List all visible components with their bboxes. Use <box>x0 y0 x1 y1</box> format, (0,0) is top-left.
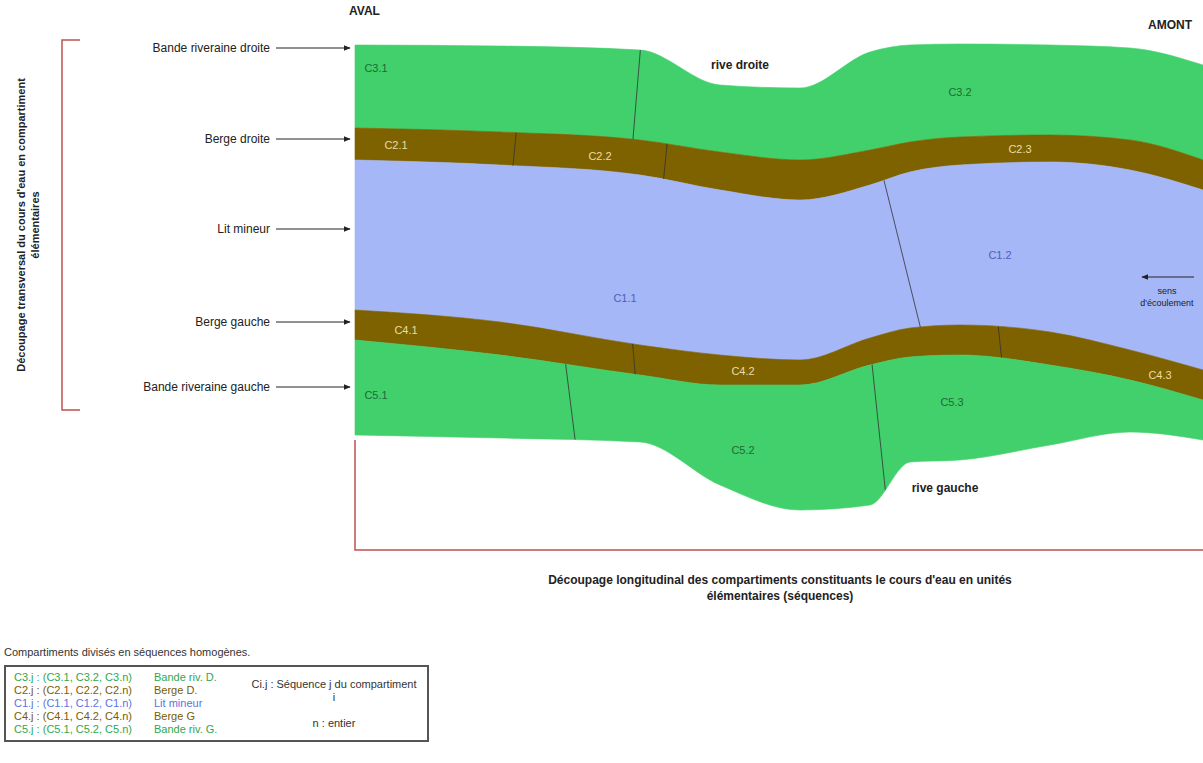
legend-code: C1.j : (C1.1, C1.2, C1.n) <box>14 697 154 710</box>
sequence-divider <box>997 315 1005 390</box>
bank-label: rive droite <box>711 57 769 73</box>
legend-note: n : entier <box>249 717 419 730</box>
legend-note: Ci.j : Séquence j du compartiment i <box>249 678 419 704</box>
axis-caption: Découpage transversal du cours d'eau en … <box>14 75 42 375</box>
legend-box: Compartiments divisés en séquences homog… <box>4 646 429 742</box>
sequence-divider <box>562 335 577 455</box>
end-marker: AVAL <box>349 3 380 19</box>
legend-code: C3.j : (C3.1, C3.2, C3.n) <box>14 671 154 684</box>
sequence-divider <box>870 345 888 515</box>
sequence-divider <box>630 30 642 175</box>
sequence-area: C4.3 <box>1146 368 1173 383</box>
sequence-code: C1.1 <box>613 292 636 305</box>
legend-code: C2.j : (C2.1, C2.2, C2.n) <box>14 684 154 697</box>
transversal-bracket <box>62 40 80 410</box>
compartment-label: Berge droite <box>205 131 270 147</box>
legend-heading: Compartiments divisés en séquences homog… <box>4 646 429 659</box>
legend-name: Lit mineur <box>154 697 249 710</box>
sequence-code: C4.3 <box>1148 369 1171 382</box>
sequence-code: C2.1 <box>384 139 407 152</box>
sequence-code: C4.1 <box>394 324 417 337</box>
sequence-area: C5.3 <box>938 395 965 410</box>
legend-code: C5.j : (C5.1, C5.2, C5.n) <box>14 723 154 736</box>
legend-frame: C3.j : (C3.1, C3.2, C3.n)Bande riv. D.C2… <box>4 665 429 742</box>
sequence-area: C1.2 <box>986 248 1013 263</box>
legend-name: Bande riv. G. <box>154 723 249 736</box>
legend-name: Bande riv. D. <box>154 671 249 684</box>
sequence-area: C5.2 <box>729 443 756 458</box>
legend-name: Berge G <box>154 710 249 723</box>
compartment-label: Bande riveraine gauche <box>143 379 270 395</box>
sequence-area: C2.3 <box>1006 142 1033 157</box>
sequence-code: C3.2 <box>948 86 971 99</box>
sequence-area: C3.1 <box>362 61 389 76</box>
compartment-label: Lit mineur <box>217 221 270 237</box>
compartment-label: Berge gauche <box>195 314 270 330</box>
sequence-code: C5.3 <box>940 396 963 409</box>
legend-code: C4.j : (C4.1, C4.2, C4.n) <box>14 710 154 723</box>
sequence-code: C3.1 <box>364 62 387 75</box>
axis-caption: Découpage longitudinal des compartiments… <box>545 572 1015 604</box>
sequence-code: C2.3 <box>1008 143 1031 156</box>
compartment-label: Bande riveraine droite <box>153 40 270 56</box>
sequence-code: C5.1 <box>364 389 387 402</box>
pointer-arrow <box>276 229 350 230</box>
sequence-code: C4.2 <box>731 365 754 378</box>
flow-label: sens d'écoulement <box>1134 285 1200 309</box>
sequence-area: C2.2 <box>586 149 613 164</box>
sequence-area: C3.2 <box>946 85 973 100</box>
sequence-code: C1.2 <box>988 249 1011 262</box>
longitudinal-bracket <box>355 440 1203 550</box>
sequence-divider <box>660 125 669 215</box>
sequence-area: C4.1 <box>392 323 419 338</box>
end-marker: AMONT <box>1148 17 1192 33</box>
sequence-code: C5.2 <box>731 444 754 457</box>
pointer-arrow <box>276 48 350 49</box>
sequence-area: C4.2 <box>729 364 756 379</box>
sequence-divider <box>631 325 637 395</box>
sequence-divider <box>874 140 926 350</box>
sequence-area: C5.1 <box>362 388 389 403</box>
bank-label: rive gauche <box>912 480 979 496</box>
left-riparian-strip <box>355 340 1203 510</box>
pointer-arrow <box>276 387 350 388</box>
legend-name: Berge D. <box>154 684 249 697</box>
pointer-arrow <box>276 322 350 323</box>
pointer-arrow <box>276 139 350 140</box>
sequence-area: C1.1 <box>611 291 638 306</box>
sequence-area: C2.1 <box>382 138 409 153</box>
sequence-divider <box>511 115 518 185</box>
flow-arrow <box>1142 277 1194 278</box>
sequence-code: C2.2 <box>588 150 611 163</box>
